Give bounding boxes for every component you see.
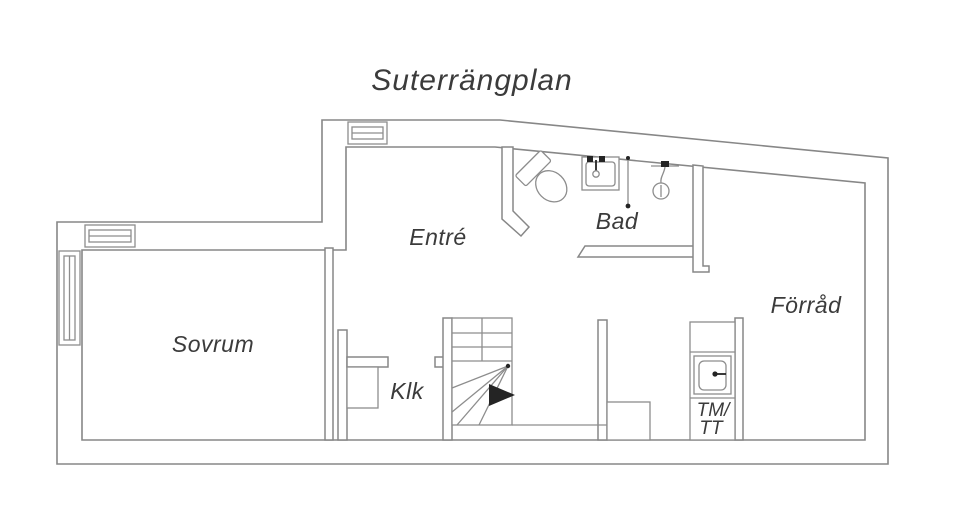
shower-screen-icon: [625, 156, 631, 209]
wardrobe-icon: [346, 366, 379, 409]
laundry-counter: [689, 321, 736, 441]
wall-bad-bottom: [576, 245, 698, 258]
washbasin-icon: [581, 156, 620, 191]
window-sovrum-top: [84, 224, 136, 248]
room-label-tmtt-line1: TM/: [697, 400, 731, 421]
plan-title: Suterrängplan: [371, 64, 572, 97]
exterior-walls: [56, 119, 889, 465]
wall-klk-top-stub: [346, 356, 389, 368]
interior-walls: [324, 146, 744, 441]
room-label-forrad: Förråd: [771, 292, 842, 318]
room-label-entre: Entré: [409, 224, 466, 250]
laundry-sink-icon: [693, 355, 732, 395]
window-sovrum-left: [58, 250, 81, 346]
direction-arrow-icon: [489, 384, 515, 406]
room-label-tmtt-line2: TT: [699, 418, 724, 439]
staircase-icon: [451, 317, 607, 426]
room-label-sovrum: Sovrum: [172, 331, 254, 357]
wall-sovrum-right: [324, 247, 334, 441]
wall-klk-left: [337, 329, 348, 441]
room-label-klk: Klk: [390, 378, 424, 404]
platform-step: [606, 401, 651, 441]
wall-hall-right: [597, 319, 608, 441]
toilet-icon: [515, 150, 568, 203]
wall-stair-left: [442, 317, 453, 441]
window-entre-top: [347, 121, 388, 145]
wall-bad-left: [501, 146, 531, 238]
shower-icon: [651, 161, 679, 200]
wall-forrad-left: [734, 317, 744, 441]
room-label-bad: Bad: [596, 208, 639, 234]
wall-bad-right: [692, 164, 710, 273]
